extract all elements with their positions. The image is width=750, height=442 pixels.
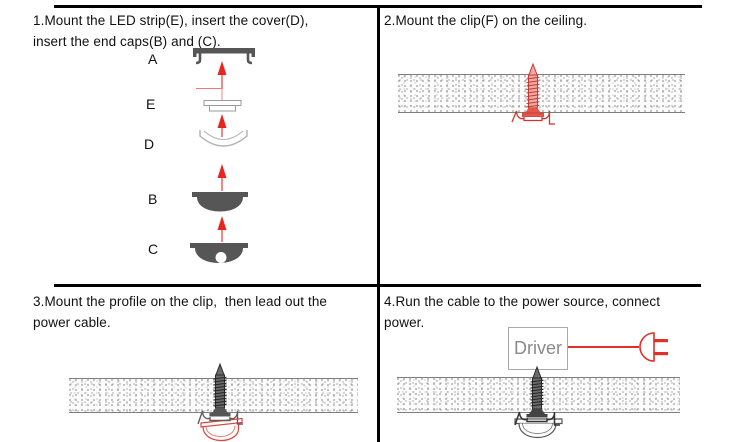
step3-caption-line1: 3.Mount the profile on the clip, then le… <box>33 294 328 309</box>
plug-icon <box>639 332 668 362</box>
profile-outline-gray-icon <box>514 418 563 439</box>
up-arrow-icon-1 <box>196 61 227 100</box>
up-arrow-icon-2 <box>217 114 227 137</box>
power-cable-line <box>568 346 639 348</box>
endcap-c-icon <box>190 243 248 263</box>
cover-d-icon <box>199 130 248 147</box>
step4-caption-line2: power. <box>384 315 425 330</box>
profile-a-icon <box>193 48 255 65</box>
part-label-e: E <box>146 96 156 112</box>
endcap-b-icon <box>192 192 248 212</box>
step1-caption-line2: insert the end caps(B) and (C). <box>33 34 221 49</box>
screw-icon <box>522 62 544 117</box>
part-label-b: B <box>148 191 158 207</box>
red-screw-clip-icon <box>511 62 555 125</box>
step3-caption-line2: power cable. <box>33 315 111 330</box>
led-strip-e-icon <box>203 100 242 112</box>
screw-clip-profile-step3 <box>197 362 243 442</box>
part-label-d: D <box>144 136 155 152</box>
screw-icon <box>209 362 231 417</box>
exploded-view-diagram <box>190 48 255 263</box>
step4-caption-line1: 4.Run the cable to the power source, con… <box>384 294 661 309</box>
ceiling-band-step2 <box>398 74 685 113</box>
step1-caption-line1: 1.Mount the LED strip(E), insert the cov… <box>33 13 309 28</box>
clip-f-icon <box>511 110 555 125</box>
part-label-a: A <box>148 51 158 67</box>
screw-clip-profile-step4 <box>514 365 563 439</box>
clip-icon <box>197 410 243 425</box>
screw-icon <box>526 365 548 418</box>
up-arrow-icon-3 <box>217 164 227 191</box>
part-label-c: C <box>148 241 159 257</box>
clip-icon <box>514 411 560 426</box>
profile-outline-red-icon <box>200 417 243 442</box>
vertical-divider-line <box>377 5 380 442</box>
step2-caption-line1: 2.Mount the clip(F) on the ceiling. <box>384 13 588 28</box>
up-arrow-icon-4 <box>217 216 227 242</box>
driver-label: Driver <box>514 338 562 358</box>
